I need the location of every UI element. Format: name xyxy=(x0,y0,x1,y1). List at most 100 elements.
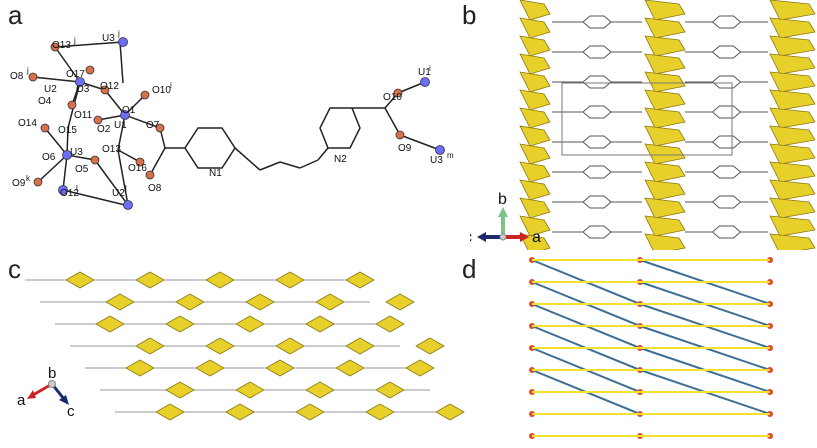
uranyl-polyhedron xyxy=(519,233,551,255)
panel-d-topology xyxy=(529,257,773,439)
atom-label: O6 xyxy=(42,152,56,163)
uranyl-polyhedron xyxy=(519,107,551,129)
panel-b-letter: b xyxy=(462,0,477,30)
panel-a: a xyxy=(0,0,470,240)
uranyl-polyhedron xyxy=(769,71,816,93)
uranyl-cluster xyxy=(275,271,305,289)
uranyl-polyhedron xyxy=(769,53,816,75)
uranyl-polyhedron xyxy=(769,17,816,39)
uranyl-polyhedron xyxy=(519,17,551,39)
uranyl-polyhedron xyxy=(644,107,686,129)
uranyl-cluster xyxy=(435,403,465,421)
uranyl-cluster xyxy=(155,403,185,421)
organic-linker xyxy=(552,165,642,179)
uranyl-polyhedron xyxy=(519,71,551,93)
panel-b-framework: b c a xyxy=(464,0,816,255)
uranyl-cluster xyxy=(245,293,275,311)
uranyl-polyhedron xyxy=(644,71,686,93)
atom-label: U2 xyxy=(112,188,125,199)
uranyl-cluster xyxy=(385,293,415,311)
uranyl-polyhedron xyxy=(769,107,816,129)
organic-linker xyxy=(685,165,768,179)
uranyl-polyhedron xyxy=(519,35,551,57)
packing-layer xyxy=(85,359,435,377)
uranyl-cluster xyxy=(345,337,375,355)
atom-label: O8 xyxy=(10,71,24,82)
organic-linker xyxy=(685,45,768,59)
atom-label: O3 xyxy=(76,84,90,95)
unit-cell xyxy=(561,82,733,156)
axis-label-up: b xyxy=(48,365,56,382)
organic-linker xyxy=(685,105,768,119)
panel-a-letter: a xyxy=(8,0,23,30)
uranyl-polyhedron xyxy=(644,35,686,57)
uranyl-polyhedron xyxy=(644,53,686,75)
uranyl-polyhedron xyxy=(769,197,816,219)
packing-layer xyxy=(55,315,405,333)
atom-label: O17 xyxy=(66,69,85,80)
uranyl-cluster xyxy=(365,403,395,421)
uranyl-polyhedron xyxy=(519,0,551,21)
uranyl-polyhedron xyxy=(644,161,686,183)
atom-label: O4 xyxy=(38,96,52,107)
uranyl-cluster xyxy=(375,381,405,399)
atom-superscript: i xyxy=(170,81,172,90)
uranyl-polyhedron xyxy=(644,179,686,201)
uranyl-cluster xyxy=(205,337,235,355)
uranyl-cluster xyxy=(235,315,265,333)
packing-layer xyxy=(25,271,375,289)
panel-d-letter: d xyxy=(462,254,477,284)
atom-label: O16 xyxy=(128,163,147,174)
uranyl-cluster xyxy=(225,403,255,421)
atom-label: O7 xyxy=(146,120,160,131)
atom-superscript: j xyxy=(26,66,29,75)
uranyl-cluster xyxy=(295,403,325,421)
packing-layer xyxy=(100,381,430,399)
uranyl-cluster xyxy=(135,271,165,289)
organic-linker xyxy=(552,15,642,29)
atom-label: O8 xyxy=(148,183,162,194)
uranyl-cluster xyxy=(345,271,375,289)
atom-label: U3 xyxy=(102,33,115,44)
uranyl-cluster xyxy=(235,381,265,399)
atom-label: O13 xyxy=(102,144,121,155)
uranyl-cluster xyxy=(105,293,135,311)
uranyl-cluster xyxy=(65,271,95,289)
uranyl-polyhedron xyxy=(519,215,551,237)
atom-label: O10 xyxy=(383,92,402,103)
atom-label: O2 xyxy=(97,124,111,135)
packing-layer xyxy=(40,293,415,311)
organic-linker xyxy=(552,225,642,239)
uranyl-polyhedron xyxy=(519,197,551,219)
atom-label: O10 xyxy=(152,85,171,96)
uranyl-cluster xyxy=(175,293,205,311)
atom-label: O15 xyxy=(58,125,77,136)
uranyl-polyhedron xyxy=(644,197,686,219)
atom-superscript: i xyxy=(429,64,431,73)
organic-linker xyxy=(685,135,768,149)
organic-linker xyxy=(552,195,642,209)
uranyl-cluster xyxy=(265,359,295,377)
uranyl-polyhedron xyxy=(644,17,686,39)
panel-d: d xyxy=(462,250,817,443)
atom-label: O14 xyxy=(18,118,37,129)
uranyl-polyhedron xyxy=(644,0,686,21)
atom-label: U1 xyxy=(114,120,127,131)
panel-c-packing: b a c xyxy=(17,271,465,421)
atom-label: O13 xyxy=(52,40,71,51)
uranyl-cluster xyxy=(305,381,335,399)
uranyl-cluster xyxy=(95,315,125,333)
panel-b: b b c a xyxy=(462,0,817,255)
uranyl-cluster xyxy=(165,315,195,333)
atom-superscript: l xyxy=(125,184,127,193)
organic-linker xyxy=(552,45,642,59)
uranyl-polyhedron xyxy=(644,143,686,165)
panel-a-structure: O13 U3 O8 O17 O12 U2 O3 O10 O4 O11 O1 O2… xyxy=(10,29,454,210)
uranyl-cluster xyxy=(415,337,445,355)
axis-label-right: c xyxy=(67,403,75,420)
atom-label: O1 xyxy=(122,105,136,116)
atom-superscript: m xyxy=(447,151,454,160)
uranyl-cluster xyxy=(275,337,305,355)
atom-label: O5 xyxy=(75,164,89,175)
atom-label: U3 xyxy=(430,155,443,166)
